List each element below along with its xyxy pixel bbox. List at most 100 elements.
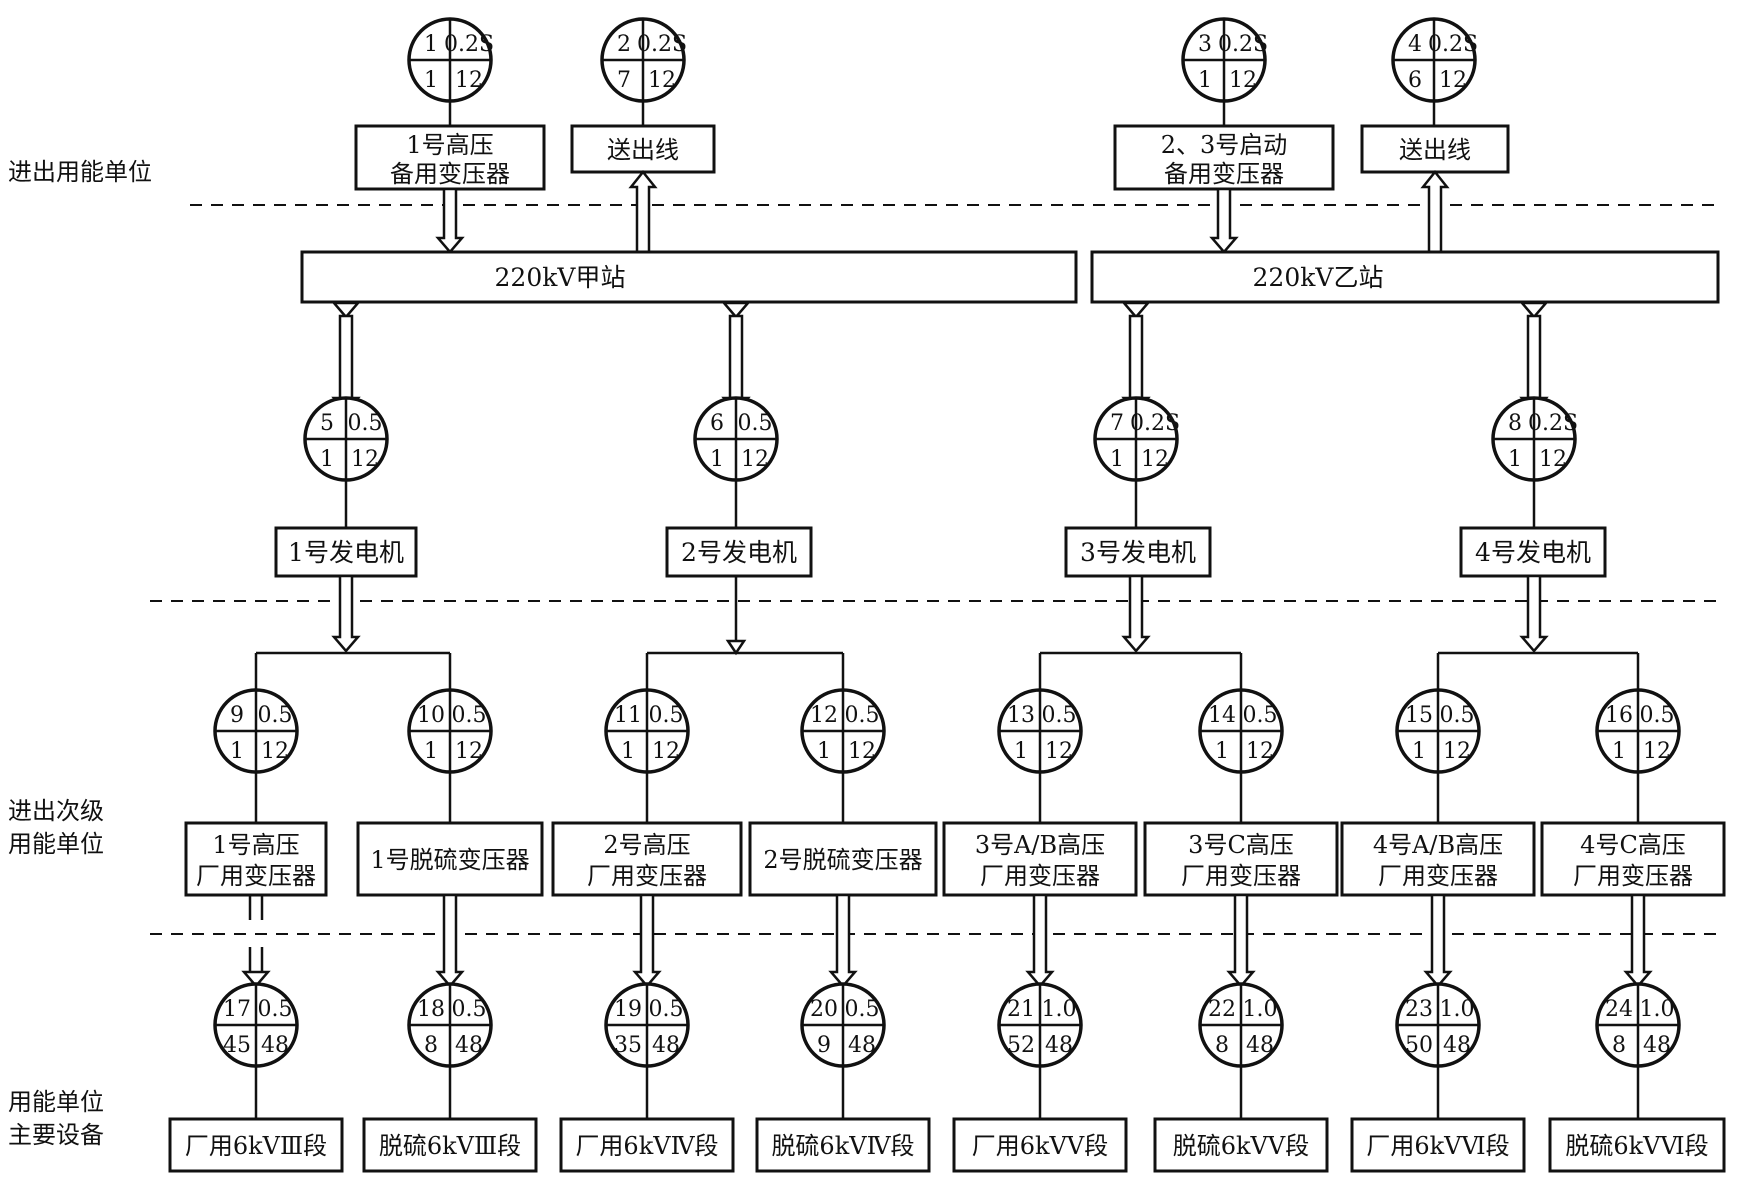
outgoing-line-1-label: 送出线 [607, 136, 679, 164]
meter-value-b: 48 [848, 1033, 876, 1058]
meter-accuracy-class: 0.2S [1528, 411, 1578, 436]
meter-value-a: 52 [1007, 1033, 1035, 1058]
meter-value-a: 1 [621, 739, 635, 764]
generator-2-label: 2号发电机 [681, 538, 797, 567]
meter-value-b: 48 [261, 1033, 289, 1058]
outgoing-line-1-box [570, 124, 716, 174]
meter-accuracy-class: 0.5 [1243, 703, 1278, 728]
generator-2-box [665, 526, 813, 578]
arrow-station-a-to-outgoing-1 [628, 169, 658, 254]
meter-accuracy-class: 1.0 [1640, 997, 1675, 1022]
transformer-5-label-1: 3号A/B高压 [975, 831, 1105, 859]
meter-number: 1 [424, 32, 438, 57]
transformer-6-box [1143, 821, 1339, 897]
meter-number: 8 [1508, 411, 1522, 436]
meter-accuracy-class: 0.2S [637, 32, 687, 57]
transformer-1-label-1: 1号高压 [212, 831, 299, 859]
meter-accuracy-class: 0.5 [649, 997, 684, 1022]
arrow-transformer-2-down [435, 893, 465, 988]
arrow-station-b-meter7 [1121, 301, 1151, 319]
meter-accuracy-class: 0.5 [258, 703, 293, 728]
level-label-middle-1: 进出次级 [8, 797, 104, 825]
meter-value-b: 12 [1443, 739, 1471, 764]
equipment-7-label: 厂用6kVⅥ段 [1366, 1132, 1509, 1160]
equipment-6-label: 脱硫6kVⅤ段 [1173, 1132, 1309, 1160]
meter-value-b: 12 [1246, 739, 1274, 764]
meter-accuracy-class: 1.0 [1440, 997, 1475, 1022]
meter-number: 4 [1408, 32, 1422, 57]
transformer-1-box [184, 821, 328, 897]
meter-value-a: 7 [617, 68, 631, 93]
level-label-bottom-1: 用能单位 [8, 1088, 104, 1116]
meter-value-b: 12 [1141, 447, 1169, 472]
meter-value-a: 1 [424, 739, 438, 764]
meter-accuracy-class: 0.5 [452, 703, 487, 728]
arrow-standby1-to-station-a [435, 187, 465, 254]
equipment-5-box [952, 1117, 1128, 1173]
meter-number: 23 [1405, 997, 1433, 1022]
meter-number: 22 [1208, 997, 1236, 1022]
meter-value-a: 50 [1405, 1033, 1433, 1058]
meter-accuracy-class: 0.5 [1640, 703, 1675, 728]
meter-accuracy-class: 0.5 [1440, 703, 1475, 728]
meter-value-b: 12 [652, 739, 680, 764]
meter-accuracy-class: 0.5 [1042, 703, 1077, 728]
meter-accuracy-class: 0.5 [452, 997, 487, 1022]
station-a-label: 220kV甲站 [495, 263, 626, 292]
station-b-box [1090, 250, 1720, 304]
meter-value-a: 1 [1110, 447, 1124, 472]
transformer-2-label-1: 1号脱硫变压器 [370, 846, 529, 874]
arrow-generator-1-down [331, 574, 361, 653]
meter-accuracy-class: 0.2S [444, 32, 494, 57]
arrow-transformer-8-down [1623, 893, 1653, 988]
station-a-box [300, 250, 1078, 304]
meter-accuracy-class: 0.2S [1130, 411, 1180, 436]
meter-value-b: 48 [455, 1033, 483, 1058]
equipment-3-box [559, 1117, 735, 1173]
meter-accuracy-class: 1.0 [1243, 997, 1278, 1022]
meter-number: 21 [1007, 997, 1035, 1022]
arrow-transformer-3-down [632, 893, 662, 988]
meter-number: 16 [1605, 703, 1633, 728]
equipment-4-label: 脱硫6kVⅣ段 [771, 1132, 914, 1160]
meter-value-b: 12 [848, 739, 876, 764]
transformer-7-label-1: 4号A/B高压 [1373, 831, 1503, 859]
equipment-7-box [1350, 1117, 1526, 1173]
meter-value-b: 48 [1246, 1033, 1274, 1058]
standby-transformer-23-label-1: 2、3号启动 [1161, 131, 1288, 159]
generator-4-label: 4号发电机 [1475, 538, 1591, 567]
meter-number: 19 [614, 997, 642, 1022]
arrow-transformer-5-down [1025, 893, 1055, 988]
meter-number: 5 [320, 411, 334, 436]
transformer-8-label-2: 厂用变压器 [1573, 862, 1693, 890]
meter-accuracy-class: 0.2S [1218, 32, 1268, 57]
transformer-3-label-1: 2号高压 [603, 831, 690, 859]
meter-number: 7 [1110, 411, 1124, 436]
meter-accuracy-class: 0.5 [258, 997, 293, 1022]
arrow-transformer-7-down [1423, 893, 1453, 988]
arrow-transformer-4-down [828, 893, 858, 988]
meter-number: 9 [230, 703, 244, 728]
arrow-station-b-meter8 [1519, 301, 1549, 319]
standby-transformer-23-label-2: 备用变压器 [1164, 160, 1284, 188]
meter-number: 20 [810, 997, 838, 1022]
level-label-top: 进出用能单位 [8, 158, 152, 186]
outgoing-line-2-label: 送出线 [1399, 136, 1471, 164]
meter-value-a: 9 [817, 1033, 831, 1058]
meter-value-b: 48 [1045, 1033, 1073, 1058]
meter-number: 15 [1405, 703, 1433, 728]
meter-value-a: 1 [1612, 739, 1626, 764]
arrow-generator-4-down [1519, 574, 1549, 653]
meter-value-a: 45 [223, 1033, 251, 1058]
